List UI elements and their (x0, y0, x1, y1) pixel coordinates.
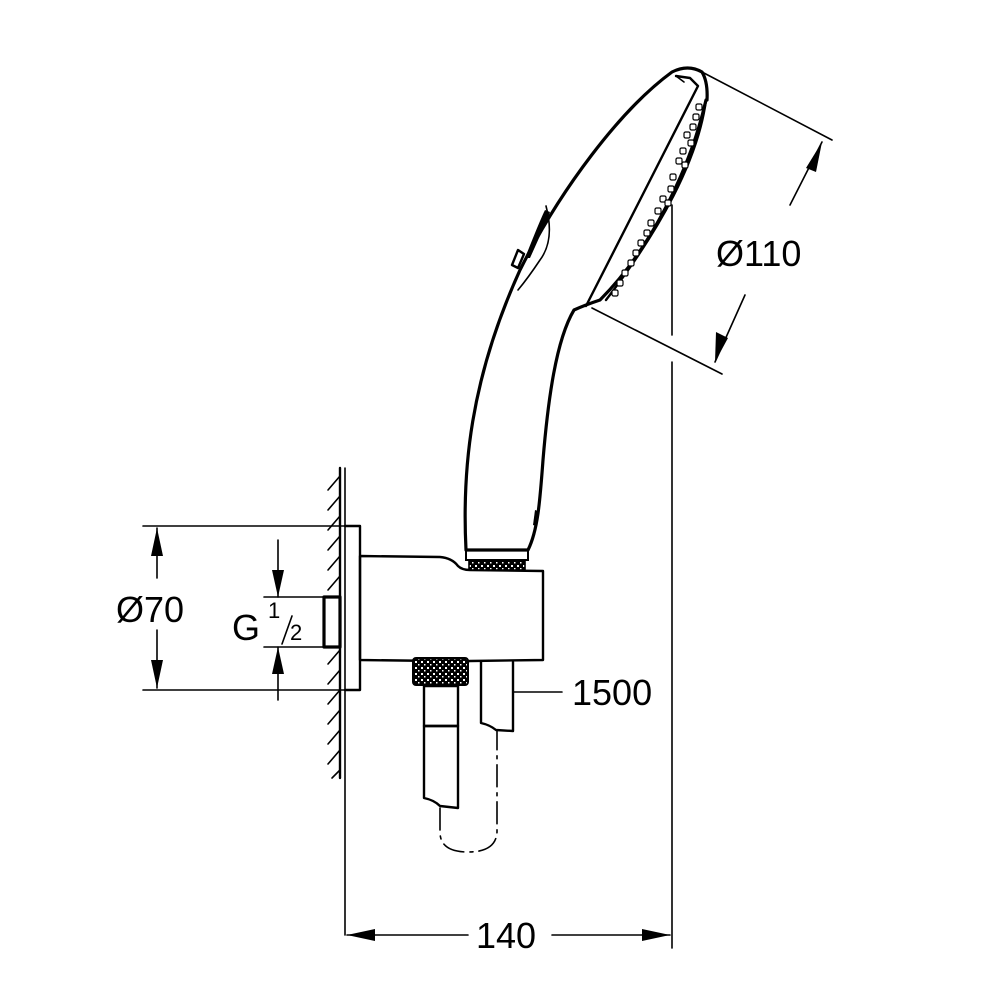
shower-diameter-label: Ø110 (716, 233, 801, 274)
thread-denominator: 2 (290, 620, 302, 645)
hand-shower (463, 66, 709, 552)
dim-shower-diameter: Ø110 (591, 71, 833, 375)
hose-connection (412, 657, 515, 853)
wall (327, 466, 346, 936)
dim-flange-diameter: Ø70 (116, 525, 346, 691)
projection-label: 140 (476, 915, 536, 956)
spray-nozzles (611, 103, 703, 297)
spray-button (510, 205, 551, 291)
hose-loop-dashed (439, 730, 498, 853)
dim-hose-length: 1500 (513, 672, 652, 713)
flange-diameter-label: Ø70 (116, 589, 184, 630)
hose-length-label: 1500 (572, 672, 652, 713)
wall-flange (343, 524, 362, 692)
thread-numerator: 1 (268, 598, 280, 623)
hose-knurled-nut (412, 657, 469, 686)
handle-knurled-nut (468, 559, 526, 571)
holder-body (358, 549, 545, 670)
dim-thread: G 1 2 (232, 539, 325, 701)
threaded-inlet (322, 595, 342, 649)
wall-hatching (327, 475, 341, 779)
thread-prefix: G (232, 607, 260, 648)
dim-projection: 140 (346, 915, 671, 956)
